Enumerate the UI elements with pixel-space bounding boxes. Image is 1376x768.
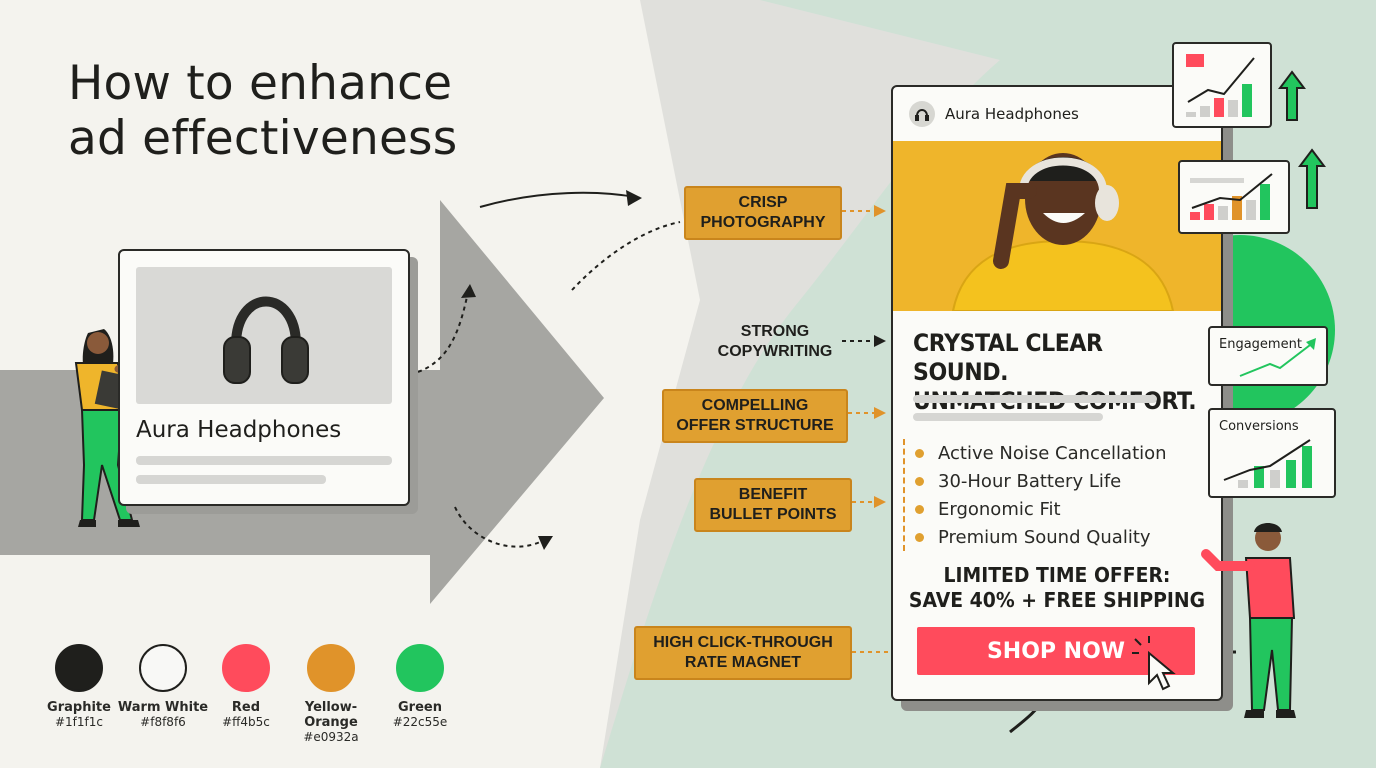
palette-swatch-yellow-orange: Yellow-Orange #e0932a (281, 644, 381, 744)
label-compelling-offer: COMPELLING OFFER STRUCTURE (662, 389, 848, 443)
up-arrow-icon (1278, 70, 1306, 121)
swatch-name: Warm White (117, 700, 209, 715)
page-title: How to enhance ad effectiveness (68, 56, 457, 166)
color-dot (222, 644, 270, 692)
bar-chart-icon (1190, 173, 1273, 220)
chart-card-1 (1172, 42, 1272, 128)
bar-chart-icon (1186, 54, 1255, 117)
before-product-name: Aura Headphones (136, 417, 342, 443)
ad-brand-name: Aura Headphones (945, 105, 1079, 123)
headphones-icon (915, 109, 929, 121)
swatch-hex: #f8f8f6 (140, 715, 186, 729)
swatch-hex: #22c55e (392, 715, 448, 729)
placeholder-line (913, 395, 1157, 403)
title-line-1: How to enhance (68, 56, 453, 111)
list-item: Active Noise Cancellation (915, 439, 1167, 467)
list-item: 30-Hour Battery Life (915, 467, 1167, 495)
swatch-hex: #e0932a (303, 730, 359, 744)
placeholder-line (136, 475, 326, 484)
engagement-card: Engagement (1208, 326, 1328, 386)
cursor-icon (1132, 636, 1176, 691)
color-dot (55, 644, 103, 692)
swatch-hex: #ff4b5c (222, 715, 270, 729)
presenter-man-illustration (1201, 523, 1296, 718)
chart-card-2 (1178, 160, 1290, 234)
swatch-hex: #1f1f1c (54, 715, 103, 729)
palette-swatch-red: Red #ff4b5c (196, 644, 296, 729)
swatch-name: Green (398, 700, 442, 715)
palette-swatch-green: Green #22c55e (370, 644, 470, 729)
placeholder-line (913, 413, 1103, 421)
color-dot (307, 644, 355, 692)
before-ad-card: Aura Headphones (118, 249, 410, 506)
title-line-2: ad effectiveness (68, 111, 458, 166)
conversions-label: Conversions (1219, 419, 1299, 434)
palette-swatch-warm-white: Warm White #f8f8f6 (113, 644, 213, 729)
label-benefit-bullets: BENEFIT BULLET POINTS (694, 478, 852, 532)
swatch-name: Graphite (47, 700, 111, 715)
label-strong-copywriting: STRONG COPYWRITING (717, 323, 833, 360)
list-item: Ergonomic Fit (915, 495, 1167, 523)
list-item: Premium Sound Quality (915, 523, 1167, 551)
label-crisp-photography: CRISP PHOTOGRAPHY (684, 186, 842, 240)
bar-chart-icon (1223, 439, 1312, 488)
color-dot (396, 644, 444, 692)
color-dot (139, 644, 187, 692)
offer-line-2: SAVE 40% + FREE SHIPPING (908, 588, 1206, 612)
label-high-ctr: HIGH CLICK-THROUGH RATE MAGNET (634, 626, 852, 680)
up-arrow-icon (1298, 148, 1326, 209)
headline-line-1: CRYSTAL CLEAR SOUND. (913, 329, 1103, 386)
ad-card: Aura Headphones CRYSTAL CLEAR SOUND. UNM… (891, 85, 1223, 701)
man-with-headphones-illustration (951, 153, 1175, 311)
offer-text: LIMITED TIME OFFER: SAVE 40% + FREE SHIP… (903, 563, 1211, 613)
offer-line-1: LIMITED TIME OFFER: (943, 563, 1171, 587)
benefit-list: Active Noise Cancellation 30-Hour Batter… (915, 439, 1167, 551)
placeholder-line (136, 456, 392, 465)
trend-line-icon (1239, 338, 1316, 377)
palette-swatch-graphite: Graphite #1f1f1c (29, 644, 129, 729)
swatch-name: Yellow-Orange (304, 700, 358, 730)
engagement-label: Engagement (1219, 337, 1302, 352)
bullet-bracket (903, 439, 905, 551)
ad-hero-photo (893, 141, 1221, 311)
before-product-image (136, 267, 392, 404)
headphones-icon (223, 296, 309, 384)
conversions-card: Conversions (1208, 408, 1336, 498)
swatch-name: Red (231, 700, 261, 715)
brand-avatar (909, 101, 935, 127)
